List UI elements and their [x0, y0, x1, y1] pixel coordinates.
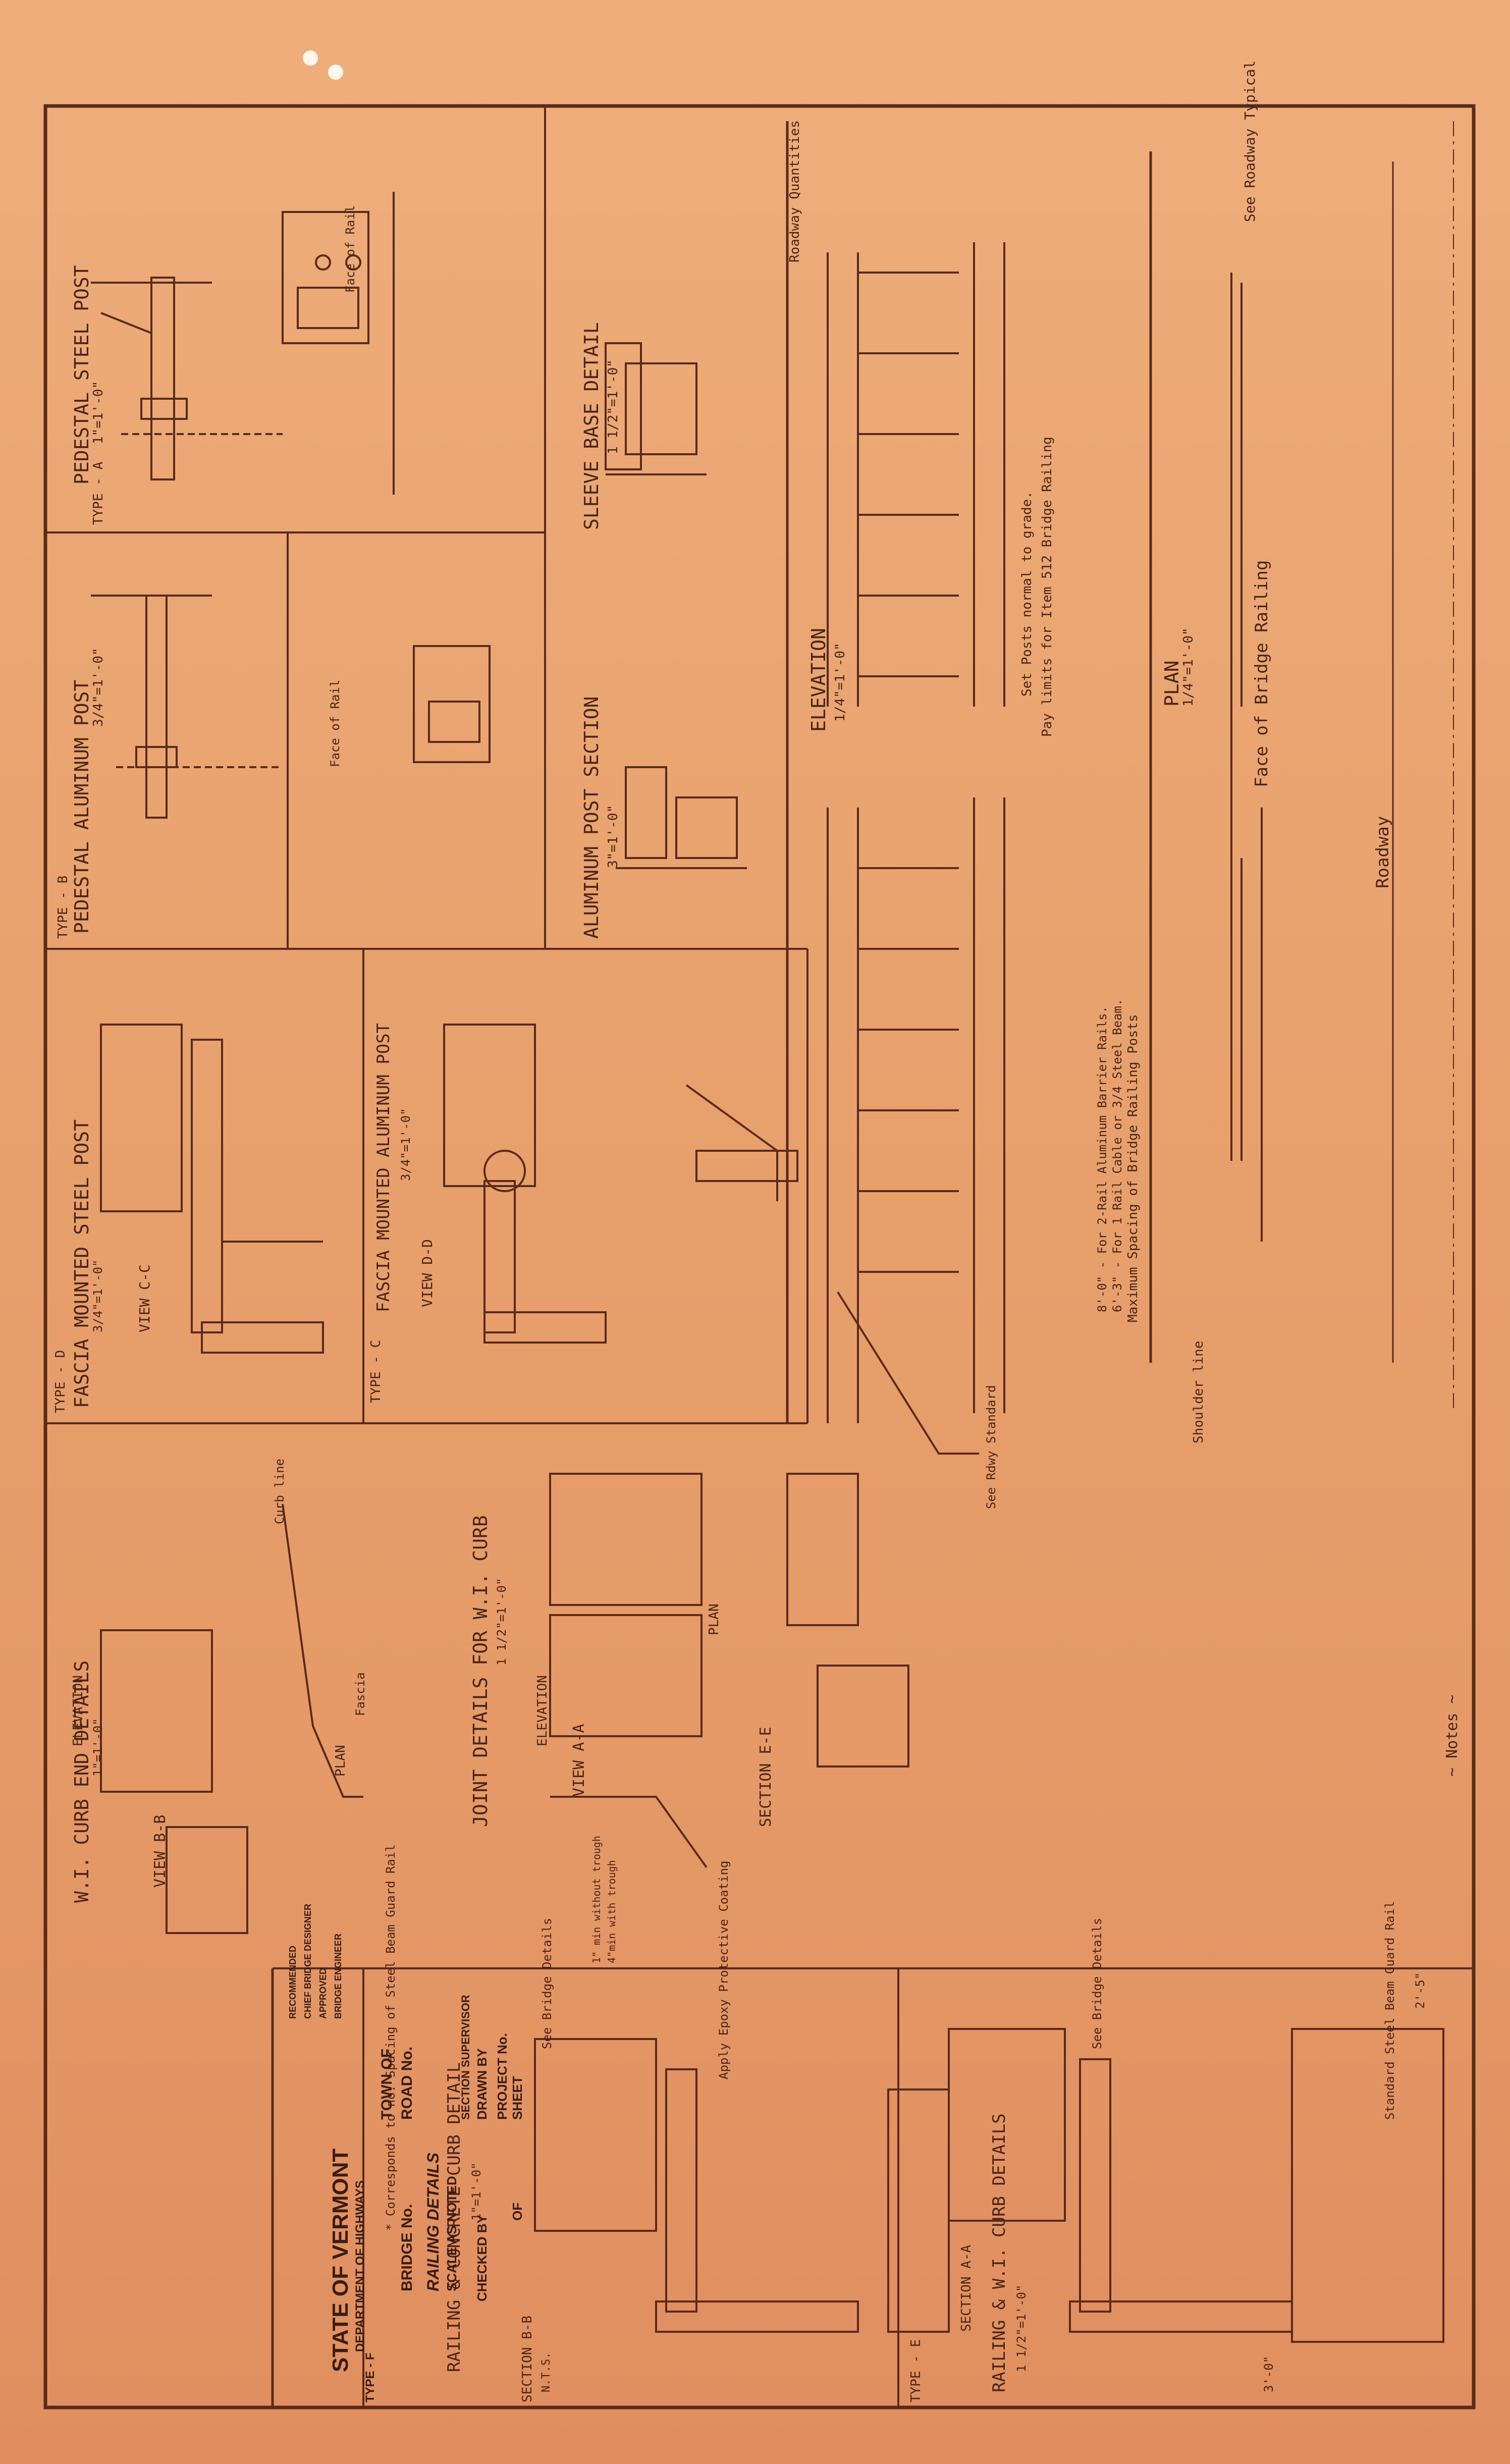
plan-title: PLAN [1161, 660, 1183, 707]
section-ee-label: SECTION E-E [757, 1727, 775, 1827]
face-of-bridge-railing-label: Face of Bridge Railing [1252, 560, 1272, 787]
section-bb-label: SECTION B-B [520, 2315, 535, 2402]
elevation-scale: 1/4"=1'-0" [833, 642, 848, 722]
approved-label: APPROVED [318, 1967, 328, 2019]
see-bridge-details-label: See Bridge Details [1090, 1917, 1104, 2049]
view-dd-label: VIEW D-D [419, 1239, 436, 1307]
type-f-label: TYPE - F [363, 2352, 377, 2402]
type-e-label: TYPE - E [908, 2339, 924, 2402]
elevation-title: ELEVATION [807, 628, 830, 732]
railing-elevation-plan-sketch [786, 121, 1454, 1455]
roadway-label: Roadway [1373, 816, 1393, 888]
joint-elevation-label: ELEVATION [535, 1675, 550, 1746]
nts-label: N.T.S. [540, 2352, 553, 2392]
wi-curb-end-scale: 1"=1'-0" [91, 1718, 105, 1777]
fascia-aluminum-post-scale: 3/4"=1'-0" [399, 1108, 413, 1182]
fascia-steel-post-scale: 3/4"=1'-0" [91, 1259, 105, 1333]
railing-wi-curb-title: RAILING & W.I. CURB DETAILS [989, 2113, 1009, 2392]
fascia-aluminum-post-title: FASCIA MOUNTED ALUMINUM POST [373, 1023, 394, 1312]
railing-concrete-scale: 1"=1'-0" [469, 2162, 483, 2221]
aluminum-post-section-sketch [616, 766, 747, 869]
punch-hole [328, 65, 343, 80]
wi-curb-end-sketch [100, 1504, 363, 1934]
fascia-label: Fascia [353, 1672, 367, 1716]
department-title: DEPARTMENT OF HIGHWAYS [353, 2180, 367, 2352]
scale-label: SCALE AS NOTED [444, 2176, 459, 2291]
see-roadway-typical-label: See Roadway Typical [1242, 60, 1258, 222]
curb-line-label: Curb line [273, 1458, 287, 1524]
type-a-label: TYPE - A [91, 461, 106, 525]
pay-limits-label: Pay limits for Item 512 Bridge Railing [1040, 437, 1055, 737]
sleeve-base-title: SLEEVE BASE DETAIL [580, 322, 603, 530]
roadway-quantities-label: Roadway Quantities [787, 120, 802, 262]
pedestal-aluminum-post-sketch [91, 595, 491, 819]
joint-plan-label: PLAN [707, 1603, 722, 1635]
town-label: TOWN OF [379, 2048, 395, 2120]
aluminum-post-section-scale: 3"=1'-0" [606, 805, 621, 868]
spacing-2-label: 8'-0" - For 2-Rail Aluminum Barrier Rail… [1095, 1006, 1109, 1312]
plan-small-label: PLAN [333, 1745, 348, 1777]
type-d-label: TYPE - D [53, 1350, 68, 1413]
dim-3-0: 3'-0" [1262, 2355, 1276, 2392]
sheet-border [43, 104, 1476, 2409]
pedestal-steel-post-sketch [91, 211, 369, 480]
see-bridge-details-label-2: See Bridge Details [540, 1917, 554, 2049]
drawn-by-label: DRAWN BY [474, 2048, 490, 2120]
pedestal-aluminum-post-scale: 3/4"=1'-0" [91, 648, 106, 727]
joint-details-sketch [549, 1473, 909, 1868]
dim-2-5: 2'-5" [1413, 1972, 1427, 2009]
set-posts-label: Set Posts normal to grade. [1019, 491, 1035, 697]
pedestal-steel-post-title: PEDESTAL STEEL POST [71, 265, 93, 485]
max-spacing-label: Maximum Spacing of Bridge Railing Posts [1125, 1014, 1141, 1322]
section-supervisor-label: SECTION SUPERVISOR [459, 1995, 472, 2120]
fascia-steel-post-title: FASCIA MOUNTED STEEL POST [71, 1119, 93, 1408]
punch-hole [303, 50, 318, 66]
sleeve-base-sketch [393, 192, 707, 495]
notes-title: ~ Notes ~ [1443, 1694, 1461, 1777]
bridge-engineer-label: BRIDGE ENGINEER [333, 1933, 343, 2019]
apply-epoxy-label: Apply Epoxy Protective Coating [717, 1860, 731, 2079]
state-title: STATE OF VERMONT [328, 2148, 353, 2372]
view-cc-label: VIEW C-C [136, 1264, 153, 1332]
pedestal-aluminum-post-title: PEDESTAL ALUMINUM POST [71, 679, 93, 934]
view-bb-label: VIEW B-B [151, 1814, 169, 1888]
fascia-steel-post-sketch [100, 1024, 324, 1354]
section-aa-label: SECTION A-A [959, 2244, 974, 2332]
joint-details-title: JOINT DETAILS FOR W.I. CURB [469, 1515, 492, 1827]
shoulder-line-label: Shoulder line [1191, 1341, 1206, 1444]
sleeve-base-scale: 1 1/2"=1'-0" [606, 359, 621, 454]
face-of-rail-label: Face of Rail [328, 679, 342, 767]
chief-bridge-designer-label: CHIEF BRIDGE DESIGNER [303, 1903, 313, 2019]
checked-by-label: CHECKED BY [474, 2215, 490, 2301]
plan-scale: 1/4"=1'-0" [1181, 627, 1196, 707]
bridge-label: BRIDGE No. [399, 2204, 415, 2291]
joint-details-scale: 1 1/2"=1'-0" [495, 1578, 509, 1666]
min-trough-label: 4"min with trough [606, 1860, 618, 1963]
aluminum-post-section-title: ALUMINUM POST SECTION [580, 696, 603, 939]
face-of-rail-label-2: Face of Rail [343, 205, 357, 293]
type-b-label: TYPE - B [56, 875, 71, 939]
spacing-1-label: 6'-3" - For 1 Rail Cable or 3/4 Steel Be… [1110, 998, 1124, 1312]
railing-curb-sections-sketch [534, 2028, 1444, 2343]
sheet-label: SHEET [510, 2076, 525, 2120]
elevation-small-label: ELEVATION [71, 1675, 86, 1746]
recommended-label: RECOMMENDED [288, 1945, 298, 2019]
see-rdwy-standard-label: See Rdwy Standard [984, 1385, 998, 1509]
road-label: ROAD No. [399, 2047, 415, 2120]
view-aa-label: VIEW A-A [570, 1724, 588, 1797]
standard-steel-beam-label: Standard Steel Beam Guard Rail [1383, 1901, 1397, 2120]
subject-label: RAILING DETAILS [424, 2153, 442, 2291]
of-label: OF [510, 2202, 525, 2221]
railing-wi-curb-scale: 1 1/2"=1'-0" [1014, 2284, 1029, 2372]
project-label: PROJECT No. [495, 2033, 510, 2120]
pedestal-steel-post-scale: 1"=1'-0" [91, 381, 106, 444]
fascia-aluminum-post-sketch [443, 1024, 798, 1344]
min-no-trough-label: 1" min without trough [590, 1836, 603, 1963]
type-c-label: TYPE - C [368, 1340, 384, 1403]
corresponds-note: * Corresponds to no. Spacing of Steel Be… [384, 1844, 398, 2231]
